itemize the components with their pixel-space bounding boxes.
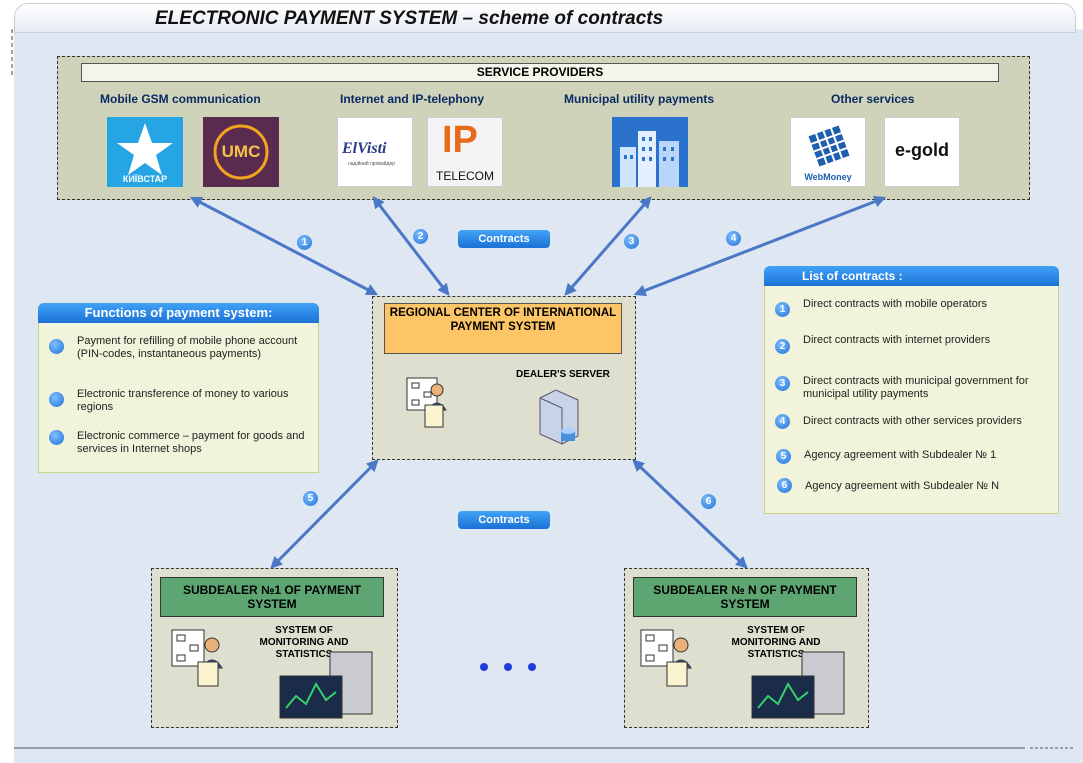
arrow-4 (633, 195, 887, 297)
ip-telecom-logo: IP TELECOM (427, 117, 503, 187)
contracts-list-panel (764, 285, 1059, 514)
ellipsis-dots (480, 663, 536, 671)
category-internet: Internet and IP-telephony (340, 92, 485, 106)
egold-logo: e-gold (884, 117, 960, 187)
webmoney-text: WebMoney (804, 172, 852, 182)
contract-number-5: 5 (776, 449, 791, 464)
dealers-server-label: DEALER'S SERVER (516, 369, 610, 380)
contract-item-5: Agency agreement with Subdealer № 1 (804, 449, 997, 461)
service-providers-header: SERVICE PROVIDERS (81, 63, 999, 82)
functions-header: Functions of payment system: (38, 303, 319, 323)
subdealer-1-document-icon (171, 629, 223, 687)
functions-panel (38, 320, 319, 473)
category-municipal: Municipal utility payments (564, 92, 715, 106)
bullet-icon (49, 392, 64, 407)
contract-item-3: Direct contracts with municipal governme… (803, 375, 1029, 400)
city-buildings-icon (612, 117, 688, 187)
kyivstar-text: КИЇВСТАР (122, 174, 168, 184)
arrow-5 (270, 459, 379, 569)
ip-text: IP (442, 119, 478, 161)
umc-logo: UMC (203, 117, 279, 187)
server-icon (539, 389, 579, 445)
contracts-label-top: Contracts (458, 230, 550, 248)
contract-number-3: 3 (775, 376, 790, 391)
contract-number-2: 2 (775, 339, 790, 354)
arrow-number-5: 5 (303, 491, 318, 506)
title-bar: ELECTRONIC PAYMENT SYSTEM – scheme of co… (14, 3, 1076, 33)
arrow-1 (189, 196, 379, 296)
subdealer-1-title: SUBDEALER №1 OF PAYMENT SYSTEM (160, 577, 384, 617)
subdealer-1-monitoring-label: SYSTEM OF MONITORING AND STATISTICS (259, 625, 349, 660)
regional-center-title: REGIONAL CENTER OF INTERNATIONAL PAYMENT… (384, 303, 622, 354)
category-other: Other services (831, 92, 915, 106)
contract-item-4: Direct contracts with other services pro… (803, 415, 1022, 427)
elvisti-logo: ElVisti надійний провайдер (337, 117, 413, 187)
contracts-label-bottom: Contracts (458, 511, 550, 529)
arrow-2 (372, 196, 450, 296)
subdealer-1-monitor-icon (279, 651, 373, 719)
arrow-number-2: 2 (413, 229, 428, 244)
arrow-6 (632, 459, 748, 569)
elvisti-text: ElVisti (342, 140, 387, 157)
document-person-icon (406, 377, 447, 428)
contract-number-6: 6 (777, 478, 792, 493)
subdealer-n-monitor-icon (751, 651, 845, 719)
subdealer-n-monitoring-label: SYSTEM OF MONITORING AND STATISTICS (731, 625, 821, 660)
telecom-text: TELECOM (435, 169, 494, 183)
arrow-number-4: 4 (726, 231, 741, 246)
arrow-number-6: 6 (701, 494, 716, 509)
bullet-icon (49, 339, 64, 354)
arrow-number-1: 1 (297, 235, 312, 250)
subdealer-n-document-icon (640, 629, 692, 687)
arrow-number-3: 3 (624, 234, 639, 249)
contract-number-4: 4 (775, 414, 790, 429)
function-item-2: Electronic transference of money to vari… (77, 388, 289, 413)
kyivstar-logo: КИЇВСТАР (107, 117, 183, 187)
contract-item-1: Direct contracts with mobile operators (803, 298, 988, 310)
subdealer-n-title: SUBDEALER № N OF PAYMENT SYSTEM (633, 577, 857, 617)
category-mobile-gsm: Mobile GSM communication (100, 92, 261, 106)
elvisti-subtitle: надійний провайдер (348, 161, 396, 167)
function-item-1: Payment for refilling of mobile phone ac… (77, 335, 298, 360)
egold-text: e-gold (895, 140, 949, 160)
contract-number-1: 1 (775, 302, 790, 317)
bullet-icon (49, 430, 64, 445)
contract-item-6: Agency agreement with Subdealer № N (805, 480, 1000, 492)
umc-text: UMC (221, 142, 261, 161)
diagram-title: ELECTRONIC PAYMENT SYSTEM – scheme of co… (155, 8, 664, 29)
contract-item-2: Direct contracts with internet providers (803, 334, 991, 346)
function-item-3: Electronic commerce – payment for goods … (77, 430, 305, 455)
webmoney-logo: WebMoney (790, 117, 866, 187)
